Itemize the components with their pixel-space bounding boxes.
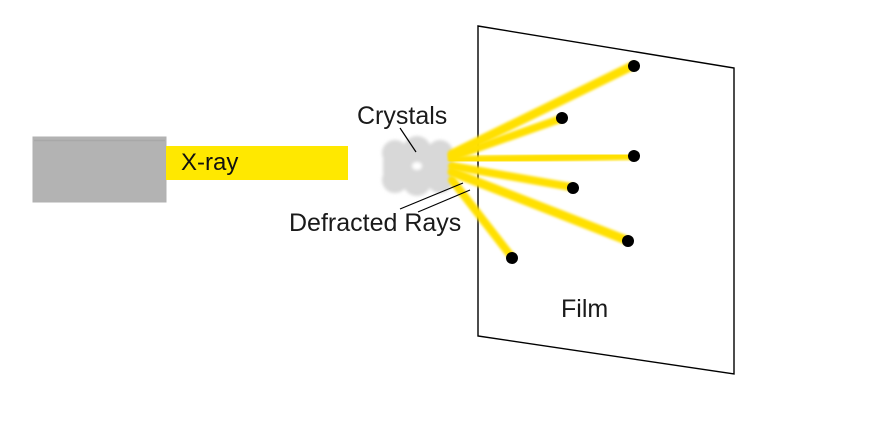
diffraction-spot xyxy=(506,252,518,264)
crystals-label: Crystals xyxy=(357,102,448,130)
defracted-rays-label: Defracted Rays xyxy=(289,209,462,237)
ray-4 xyxy=(448,162,575,191)
diffraction-spot xyxy=(567,182,579,194)
diffraction-spot xyxy=(622,235,634,247)
ray-1 xyxy=(447,61,637,159)
film-label: Film xyxy=(561,295,609,323)
leader-defracted-upper xyxy=(399,182,464,210)
ray-2 xyxy=(448,115,564,161)
x-ray-source xyxy=(32,136,167,203)
x-ray-label: X-ray xyxy=(181,149,239,176)
leader-defracted-lower xyxy=(417,189,471,213)
leader-crystals xyxy=(399,127,417,153)
crystal-cluster-group xyxy=(382,136,453,196)
diffracted-rays-group xyxy=(447,61,637,260)
ray-3 xyxy=(448,152,636,164)
ray-5 xyxy=(447,167,631,245)
ray-6 xyxy=(448,176,515,260)
crystal-center-highlight xyxy=(412,162,422,170)
leader-lines-group xyxy=(399,127,471,213)
x-ray-source-group xyxy=(32,136,167,203)
diffraction-spot xyxy=(556,112,568,124)
diffraction-spots-group xyxy=(506,60,640,264)
x-ray-beam-group xyxy=(166,146,348,180)
diffraction-spot xyxy=(628,60,640,72)
x-ray-beam xyxy=(166,146,348,180)
diffraction-spot xyxy=(628,150,640,162)
